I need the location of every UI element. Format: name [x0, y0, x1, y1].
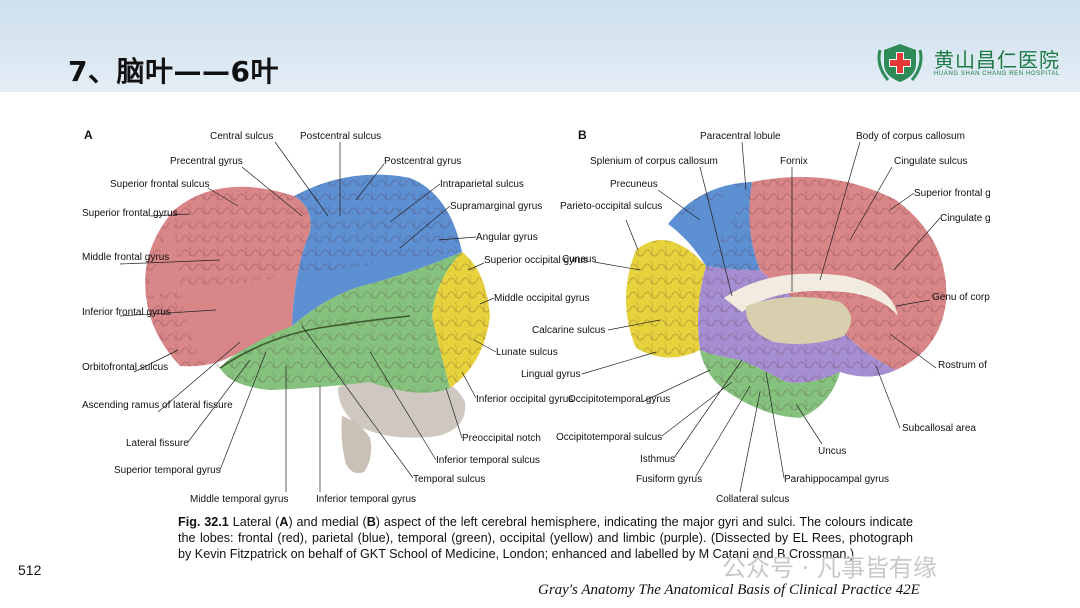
- lateral-fissure-line: [219, 315, 411, 369]
- figure-caption: Fig. 32.1 Lateral (A) and medial (B) asp…: [178, 514, 913, 563]
- label-occipitotemporal-gyrus: Occipitotemporal gyrus: [568, 394, 670, 405]
- label-occipitotemporal-sulcus: Occipitotemporal sulcus: [556, 432, 662, 443]
- caption-text-2: ) and medial (: [288, 515, 367, 529]
- label-supramarginal-gyrus: Supramarginal gyrus: [450, 201, 542, 212]
- label-orbitofrontal-sulcus: Orbitofrontal sulcus: [82, 362, 168, 373]
- label-body-corpus-callosum: Body of corpus callosum: [856, 131, 965, 142]
- label-lingual-gyrus: Lingual gyrus: [521, 369, 580, 380]
- label-inferior-frontal-gyrus: Inferior frontal gyrus: [82, 307, 171, 318]
- caption-text-1: Lateral (: [228, 515, 280, 529]
- label-splenium: Splenium of corpus callosum: [590, 156, 718, 167]
- label-middle-frontal-gyrus: Middle frontal gyrus: [82, 252, 169, 263]
- label-lateral-fissure: Lateral fissure: [126, 438, 189, 449]
- label-lunate-sulcus: Lunate sulcus: [496, 347, 558, 358]
- hospital-emblem-icon: [877, 44, 923, 82]
- label-precuneus: Precuneus: [610, 179, 658, 190]
- brain-figure: A B Central sulcus Pos: [70, 120, 990, 520]
- label-postcentral-sulcus: Postcentral sulcus: [300, 131, 381, 142]
- caption-text-3: ) aspect of the left cerebral hemisphere…: [178, 515, 914, 562]
- corpus-callosum: [724, 273, 898, 316]
- label-uncus: Uncus: [818, 446, 846, 457]
- header-band: 7、脑叶——6叶 黄山昌仁医院 HUANG SHAN CHANG REN HOS…: [0, 0, 1080, 92]
- medial-labels: Paracentral lobule Body of corpus callos…: [521, 131, 990, 505]
- slide-title: 7、脑叶——6叶: [68, 55, 279, 88]
- label-superior-temporal-gyrus: Superior temporal gyrus: [114, 465, 221, 476]
- lateral-brain-view: [145, 174, 490, 473]
- label-parahippocampal-gyrus: Parahippocampal gyrus: [784, 474, 889, 485]
- label-middle-occipital-gyrus: Middle occipital gyrus: [494, 293, 590, 304]
- label-superior-occipital-gyrus: Superior occipital gyrus: [484, 255, 588, 266]
- thalamus-region: [745, 296, 852, 344]
- label-inferior-occipital-gyrus: Inferior occipital gyrus: [476, 394, 573, 405]
- label-cingulate-sulcus: Cingulate sulcus: [894, 156, 967, 167]
- label-ascending-ramus: Ascending ramus of lateral fissure: [82, 400, 233, 411]
- watermark: 公众号 · 凡事皆有缘: [722, 554, 937, 582]
- panel-b-label: B: [578, 128, 587, 142]
- label-central-sulcus: Central sulcus: [210, 131, 273, 142]
- caption-fig-label: Fig. 32.1: [178, 515, 229, 529]
- label-cuneus: Cuneus: [562, 254, 596, 265]
- label-fusiform-gyrus: Fusiform gyrus: [636, 474, 702, 485]
- label-collateral-sulcus: Collateral sulcus: [716, 494, 789, 505]
- label-genu-corpus-callosum: Genu of corpus callosum: [932, 292, 990, 303]
- label-superior-frontal-gyrus-medial: Superior frontal gyrus: [914, 188, 990, 199]
- source-citation: Gray's Anatomy The Anatomical Basis of C…: [538, 582, 920, 598]
- label-intraparietal-sulcus: Intraparietal sulcus: [440, 179, 524, 190]
- label-fornix: Fornix: [780, 156, 808, 167]
- label-preoccipital-notch: Preoccipital notch: [462, 433, 541, 444]
- label-subcallosal-area: Subcallosal area: [902, 423, 976, 434]
- label-calcarine-sulcus: Calcarine sulcus: [532, 325, 605, 336]
- label-precentral-gyrus: Precentral gyrus: [170, 156, 243, 167]
- label-temporal-sulcus: Temporal sulcus: [413, 474, 485, 485]
- label-rostrum-corpus-callosum: Rostrum of corpus callosum: [938, 360, 990, 371]
- logo-subtitle: HUANG SHAN CHANG REN HOSPITAL: [934, 71, 1060, 77]
- brain-illustration: A B Central sulcus Pos: [82, 128, 990, 505]
- label-postcentral-gyrus: Postcentral gyrus: [384, 156, 461, 167]
- brainstem: [341, 416, 372, 473]
- page-number: 512: [18, 562, 42, 578]
- lateral-labels: Central sulcus Postcentral sulcus Precen…: [82, 131, 590, 505]
- label-middle-temporal-gyrus: Middle temporal gyrus: [190, 494, 288, 505]
- caption-b: B: [366, 515, 376, 529]
- hospital-logo: 黄山昌仁医院 HUANG SHAN CHANG REN HOSPITAL: [872, 40, 1072, 86]
- label-cingulate-gyrus: Cingulate gyrus: [940, 213, 990, 224]
- logo-name: 黄山昌仁医院: [934, 48, 1060, 72]
- label-parieto-occipital-sulcus: Parieto-occipital sulcus: [560, 201, 662, 212]
- medial-brain-view: [626, 176, 947, 418]
- panel-a-label: A: [84, 128, 93, 142]
- caption-a: A: [279, 515, 289, 529]
- label-superior-frontal-sulcus: Superior frontal sulcus: [110, 179, 210, 190]
- label-isthmus: Isthmus: [640, 454, 675, 465]
- label-inferior-temporal-gyrus: Inferior temporal gyrus: [316, 494, 416, 505]
- label-inferior-temporal-sulcus: Inferior temporal sulcus: [436, 455, 540, 466]
- label-paracentral-lobule: Paracentral lobule: [700, 131, 781, 142]
- label-angular-gyrus: Angular gyrus: [476, 232, 538, 243]
- label-superior-frontal-gyrus: Superior frontal gyrus: [82, 208, 178, 219]
